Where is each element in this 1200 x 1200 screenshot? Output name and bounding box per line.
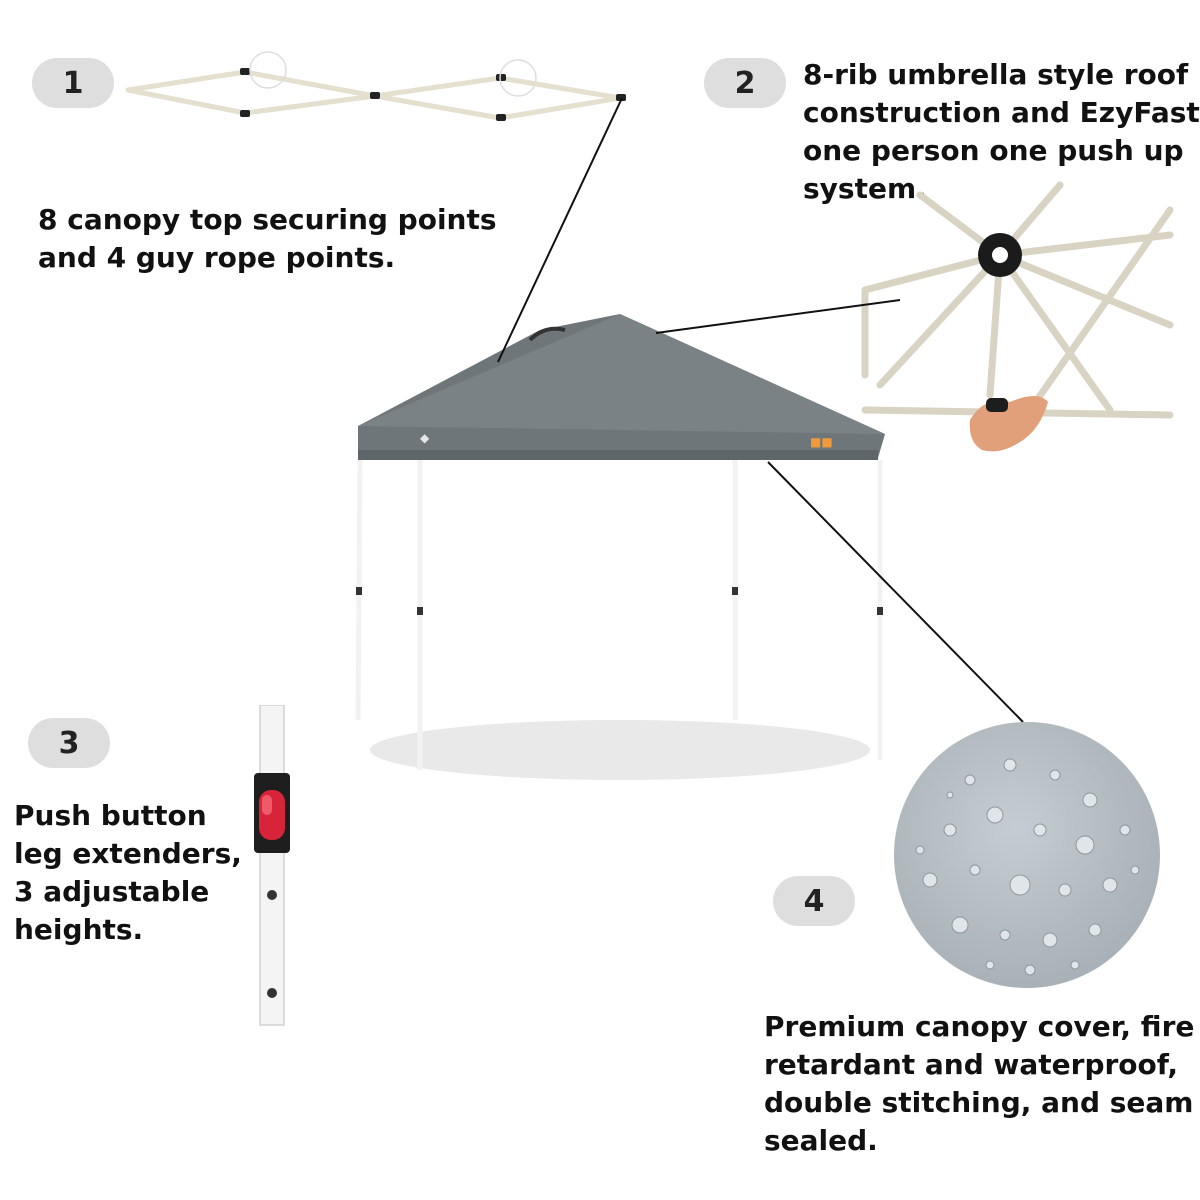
feature-4-caption-line: double stitching, and seam (764, 1086, 1194, 1119)
feature-4-caption-line: retardant and waterproof, (764, 1048, 1179, 1081)
feature-2-caption-line: system. (803, 172, 927, 205)
feature-4-caption-line: sealed. (764, 1124, 878, 1157)
feature-3-caption-line: Push button (14, 799, 207, 832)
leg-extender-illustration (250, 705, 300, 1030)
feature-2-caption-line: construction and EzyFast (803, 96, 1200, 129)
waterproof-fabric-illustration (890, 720, 1165, 990)
feature-4-caption: Premium canopy cover, fire retardant and… (764, 1008, 1194, 1160)
feature-4-badge: 4 (773, 876, 855, 926)
feature-1-caption-line: 8 canopy top securing points (38, 203, 497, 236)
svg-text:◆: ◆ (420, 431, 430, 445)
feature-2-badge: 2 (704, 58, 786, 108)
feature-4-caption-line: Premium canopy cover, fire (764, 1010, 1195, 1043)
feature-1-badge: 1 (32, 58, 114, 108)
feature-3-caption-line: leg extenders, (14, 837, 242, 870)
feature-3-caption: Push button leg extenders, 3 adjustable … (14, 797, 242, 949)
feature-2-caption-line: 8-rib umbrella style roof (803, 58, 1189, 91)
hand-icon (969, 396, 1048, 452)
canopy-frame-illustration (120, 50, 640, 140)
feature-2-caption-line: one person one push up (803, 134, 1184, 167)
feature-3-caption-line: heights. (14, 913, 144, 946)
svg-text:■■: ■■ (810, 435, 833, 449)
canopy-tent-illustration: ◆ ■■ (340, 300, 900, 800)
umbrella-roof-illustration (860, 180, 1180, 465)
feature-1-caption: 8 canopy top securing points and 4 guy r… (38, 201, 497, 277)
feature-3-badge: 3 (28, 718, 110, 768)
feature-3-caption-line: 3 adjustable (14, 875, 210, 908)
feature-2-caption: 8-rib umbrella style roof construction a… (803, 56, 1200, 208)
feature-1-caption-line: and 4 guy rope points. (38, 241, 396, 274)
